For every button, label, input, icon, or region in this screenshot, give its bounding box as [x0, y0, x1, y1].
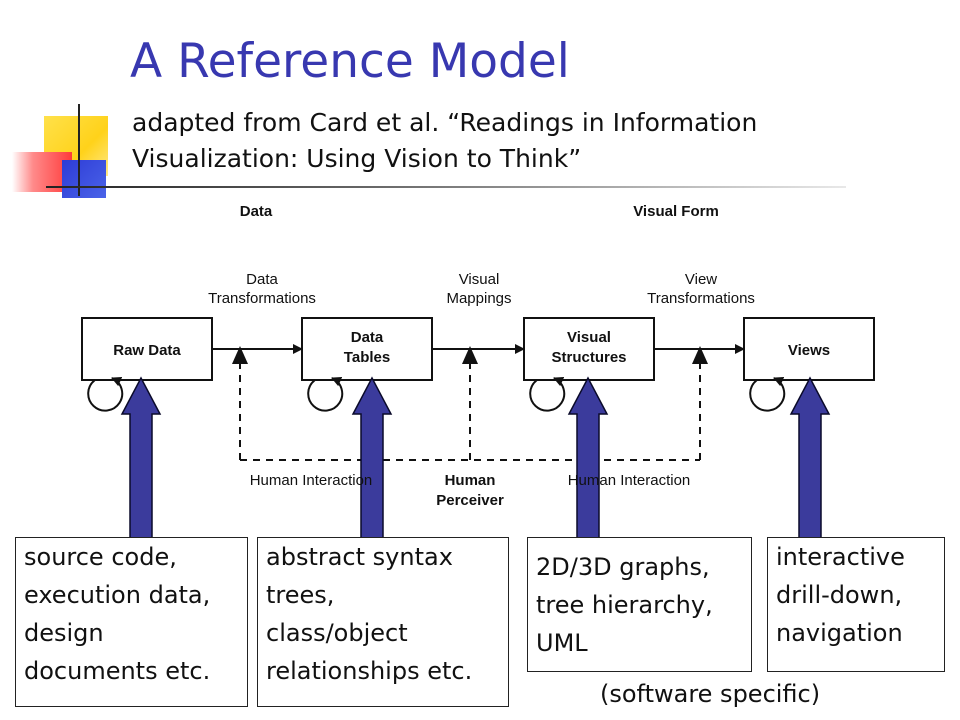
label-visual-mappings-1: Visual — [459, 271, 500, 288]
human-interaction-dashed-lines — [239, 362, 701, 461]
box-raw-data-label: Raw Data — [113, 342, 181, 359]
callout-line: UML — [536, 629, 588, 657]
callout-visual-structures-examples: 2D/3D graphs, tree hierarchy, UML — [527, 537, 752, 672]
callout-line: documents etc. — [24, 657, 211, 685]
blue-arrow-data-tables — [351, 376, 393, 541]
self-loop-raw-data — [87, 377, 124, 412]
label-human-perceiver-1: Human — [445, 472, 496, 489]
label-view-transformations-1: View — [685, 271, 717, 288]
slide-title: A Reference Model — [130, 34, 570, 89]
callout-line: navigation — [776, 619, 903, 647]
blue-arrow-raw-data — [120, 376, 162, 541]
self-loop-views — [749, 377, 786, 412]
callout-line: 2D/3D graphs, — [536, 553, 710, 581]
label-data-transformations-2: Transformations — [208, 290, 316, 307]
box-views-label: Views — [788, 342, 830, 359]
title-underline — [46, 186, 846, 188]
label-visual-mappings-2: Mappings — [446, 290, 511, 307]
arrowhead-interaction-middle — [462, 346, 478, 364]
box-raw-data — [81, 317, 213, 381]
footnote-software-specific: (software specific) — [600, 680, 821, 708]
box-visual-structures — [523, 317, 655, 381]
callout-views-examples: interactive drill-down, navigation — [767, 537, 945, 672]
label-human-interaction-left: Human Interaction — [250, 472, 373, 489]
callout-line: relationships etc. — [266, 657, 473, 685]
box-data-tables-label-1: Data — [351, 329, 384, 346]
label-human-perceiver-2: Perceiver — [436, 492, 504, 509]
decor-blue-square — [62, 160, 106, 198]
callout-line: execution data, — [24, 581, 211, 609]
callout-line: abstract syntax — [266, 543, 453, 571]
box-visual-structures-label-2: Structures — [551, 349, 626, 366]
callout-line: interactive — [776, 543, 905, 571]
header-data: Data — [240, 203, 273, 220]
callout-line: source code, — [24, 543, 177, 571]
callout-line: class/object — [266, 619, 408, 647]
decor-vertical-line — [78, 104, 80, 196]
self-loop-data-tables — [307, 377, 344, 412]
label-data-transformations-1: Data — [246, 271, 278, 288]
blue-arrow-visual-structures — [567, 376, 609, 541]
callout-line: design — [24, 619, 104, 647]
callout-line: trees, — [266, 581, 335, 609]
arrowhead-interaction-left — [232, 346, 248, 364]
header-visual-form: Visual Form — [633, 203, 719, 220]
self-loop-visual-structures — [529, 377, 566, 412]
subtitle-line-1: adapted from Card et al. “Readings in In… — [132, 108, 758, 137]
arrowhead-interaction-right — [692, 346, 708, 364]
blue-arrow-views — [789, 376, 831, 541]
box-data-tables-label-2: Tables — [344, 349, 390, 366]
label-human-interaction-right: Human Interaction — [568, 472, 691, 489]
callout-line: drill-down, — [776, 581, 903, 609]
box-visual-structures-label-1: Visual — [567, 329, 611, 346]
callout-raw-data-examples: source code, execution data, design docu… — [15, 537, 248, 707]
callout-line: tree hierarchy, — [536, 591, 713, 619]
callout-data-tables-examples: abstract syntax trees, class/object rela… — [257, 537, 509, 707]
input-arrows — [120, 376, 831, 541]
subtitle-line-2: Visualization: Using Vision to Think” — [132, 144, 582, 173]
label-view-transformations-2: Transformations — [647, 290, 755, 307]
